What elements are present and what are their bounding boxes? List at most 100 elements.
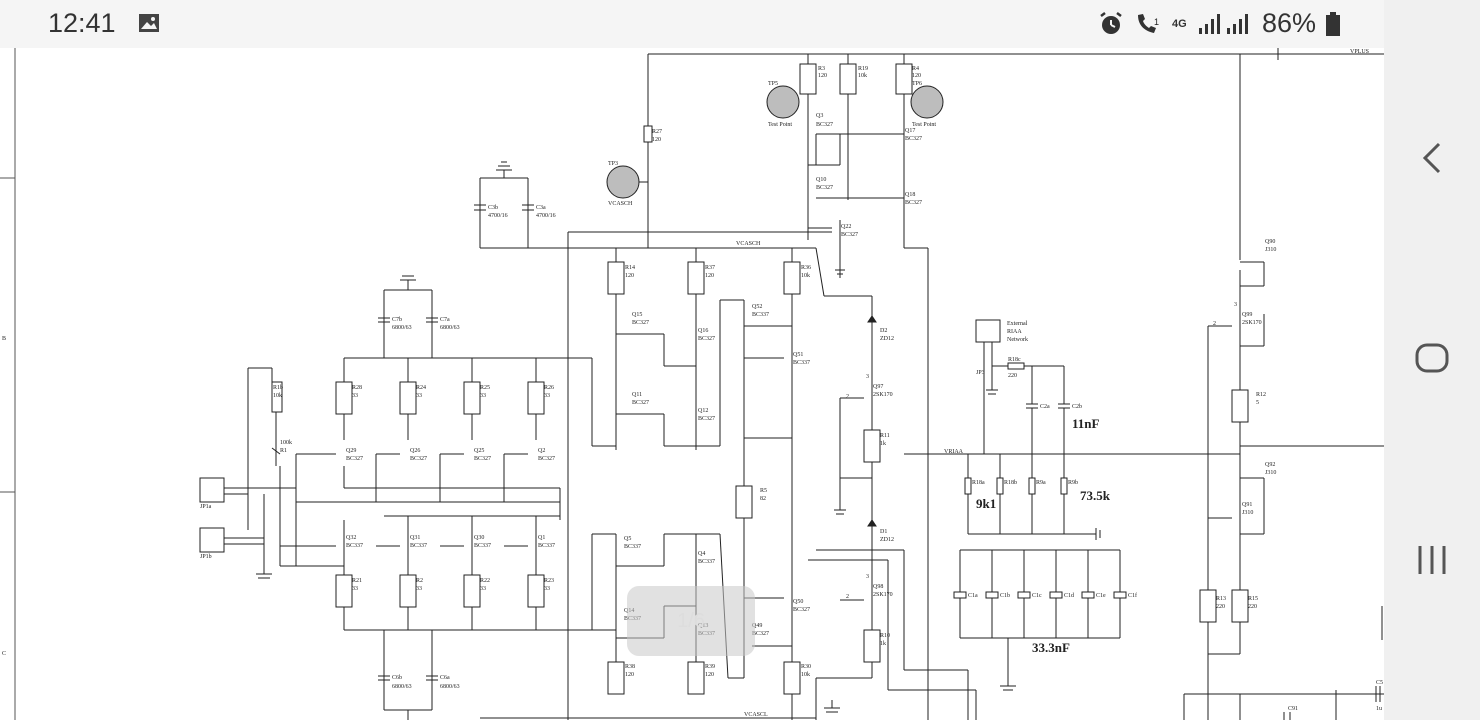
svg-text:Q5: Q5 bbox=[624, 536, 631, 542]
svg-text:R37: R37 bbox=[705, 265, 715, 271]
svg-text:220: 220 bbox=[1248, 604, 1257, 610]
svg-text:R18b: R18b bbox=[1004, 480, 1017, 486]
svg-text:BC327: BC327 bbox=[698, 416, 715, 422]
svg-text:ZD12: ZD12 bbox=[880, 336, 894, 342]
home-button[interactable] bbox=[1402, 328, 1462, 388]
svg-text:R21: R21 bbox=[352, 578, 362, 584]
svg-text:D1: D1 bbox=[880, 529, 887, 535]
page-indicator: 1/6 bbox=[627, 586, 755, 656]
svg-text:R4: R4 bbox=[912, 66, 919, 72]
svg-text:Q26: Q26 bbox=[410, 448, 420, 454]
svg-text:33: 33 bbox=[544, 393, 550, 399]
status-bar: 12:41 1 4G 86% bbox=[0, 0, 1384, 50]
svg-text:R28: R28 bbox=[352, 385, 362, 391]
svg-text:120: 120 bbox=[625, 273, 634, 279]
wifi-call-icon: 1 bbox=[1137, 13, 1159, 33]
svg-text:BC337: BC337 bbox=[538, 543, 555, 549]
svg-text:2: 2 bbox=[1213, 321, 1216, 327]
svg-text:Q18: Q18 bbox=[905, 192, 915, 198]
svg-text:2: 2 bbox=[846, 394, 849, 400]
svg-text:1: 1 bbox=[1154, 17, 1159, 27]
svg-text:Q29: Q29 bbox=[346, 448, 356, 454]
svg-text:Q16: Q16 bbox=[698, 328, 708, 334]
svg-text:BC337: BC337 bbox=[410, 543, 427, 549]
svg-text:C91: C91 bbox=[1288, 706, 1298, 712]
svg-text:Q92: Q92 bbox=[1265, 462, 1275, 468]
svg-text:JP1b: JP1b bbox=[200, 554, 212, 560]
svg-text:10k: 10k bbox=[801, 672, 810, 678]
svg-text:R1: R1 bbox=[280, 448, 287, 454]
test-point-tp6 bbox=[910, 85, 944, 119]
annotation-c2-total: 11nF bbox=[1072, 416, 1100, 431]
svg-text:Q10: Q10 bbox=[816, 177, 826, 183]
alarm-icon bbox=[1100, 11, 1122, 34]
svg-text:BC327: BC327 bbox=[632, 400, 649, 406]
svg-text:120: 120 bbox=[625, 672, 634, 678]
svg-text:120: 120 bbox=[705, 273, 714, 279]
svg-text:33: 33 bbox=[352, 393, 358, 399]
recents-button[interactable] bbox=[1402, 530, 1462, 590]
svg-text:R5: R5 bbox=[760, 488, 767, 494]
svg-text:BC327: BC327 bbox=[841, 232, 858, 238]
svg-text:R19: R19 bbox=[858, 66, 868, 72]
svg-text:Q3: Q3 bbox=[816, 113, 823, 119]
svg-text:C1b: C1b bbox=[1000, 593, 1010, 599]
svg-text:R9b: R9b bbox=[1068, 480, 1078, 486]
svg-text:R38: R38 bbox=[625, 664, 635, 670]
svg-text:BC327: BC327 bbox=[538, 456, 555, 462]
svg-text:TP5: TP5 bbox=[768, 81, 778, 87]
svg-text:6800/63: 6800/63 bbox=[440, 684, 460, 690]
svg-text:2: 2 bbox=[846, 594, 849, 600]
resistor-r19 bbox=[839, 63, 857, 95]
svg-text:33: 33 bbox=[480, 586, 486, 592]
svg-text:R36: R36 bbox=[801, 265, 811, 271]
svg-text:BC337: BC337 bbox=[752, 312, 769, 318]
svg-text:BC327: BC327 bbox=[905, 136, 922, 142]
svg-text:Q22: Q22 bbox=[841, 224, 851, 230]
resistor-r3 bbox=[799, 63, 817, 95]
svg-text:R9a: R9a bbox=[1036, 480, 1046, 486]
connector-jp1b bbox=[199, 527, 225, 553]
recents-icon bbox=[1418, 546, 1446, 574]
svg-text:10k: 10k bbox=[273, 393, 282, 399]
svg-text:2SK170: 2SK170 bbox=[1242, 320, 1262, 326]
border-marker-b: B bbox=[2, 336, 6, 342]
svg-text:33: 33 bbox=[416, 393, 422, 399]
svg-text:BC337: BC337 bbox=[624, 544, 641, 550]
svg-text:C3a: C3a bbox=[536, 205, 546, 211]
rail-vriaa: VRIAA bbox=[944, 449, 964, 455]
back-button[interactable] bbox=[1402, 128, 1462, 188]
svg-text:C1a: C1a bbox=[968, 593, 978, 599]
svg-text:82: 82 bbox=[760, 496, 766, 502]
svg-text:6800/63: 6800/63 bbox=[440, 325, 460, 331]
svg-text:BC327: BC327 bbox=[816, 185, 833, 191]
svg-text:Q31: Q31 bbox=[410, 535, 420, 541]
gallery-icon bbox=[139, 14, 159, 32]
svg-text:External: External bbox=[1007, 321, 1028, 327]
svg-text:R25: R25 bbox=[480, 385, 490, 391]
svg-text:120: 120 bbox=[818, 73, 827, 79]
svg-text:R2: R2 bbox=[416, 578, 423, 584]
svg-text:R24: R24 bbox=[416, 385, 426, 391]
svg-text:TP3: TP3 bbox=[608, 161, 618, 167]
svg-text:BC337: BC337 bbox=[474, 543, 491, 549]
resistor-row-top bbox=[335, 381, 545, 415]
svg-text:D2: D2 bbox=[880, 328, 887, 334]
svg-text:C2a: C2a bbox=[1040, 404, 1050, 410]
svg-text:BC337: BC337 bbox=[698, 559, 715, 565]
svg-text:BC327: BC327 bbox=[410, 456, 427, 462]
svg-text:BC337: BC337 bbox=[346, 543, 363, 549]
svg-text:4700/16: 4700/16 bbox=[536, 213, 556, 219]
svg-text:TP6: TP6 bbox=[912, 81, 922, 87]
svg-text:C1d: C1d bbox=[1064, 593, 1074, 599]
connector-jp1a bbox=[199, 477, 225, 503]
svg-text:Q91: Q91 bbox=[1242, 502, 1252, 508]
svg-text:BC327: BC327 bbox=[816, 122, 833, 128]
svg-text:JP1a: JP1a bbox=[200, 504, 212, 510]
svg-text:BC337: BC337 bbox=[793, 360, 810, 366]
svg-text:BC327: BC327 bbox=[632, 320, 649, 326]
svg-text:6800/63: 6800/63 bbox=[392, 684, 412, 690]
svg-text:R15: R15 bbox=[1248, 596, 1258, 602]
svg-text:33: 33 bbox=[544, 586, 550, 592]
